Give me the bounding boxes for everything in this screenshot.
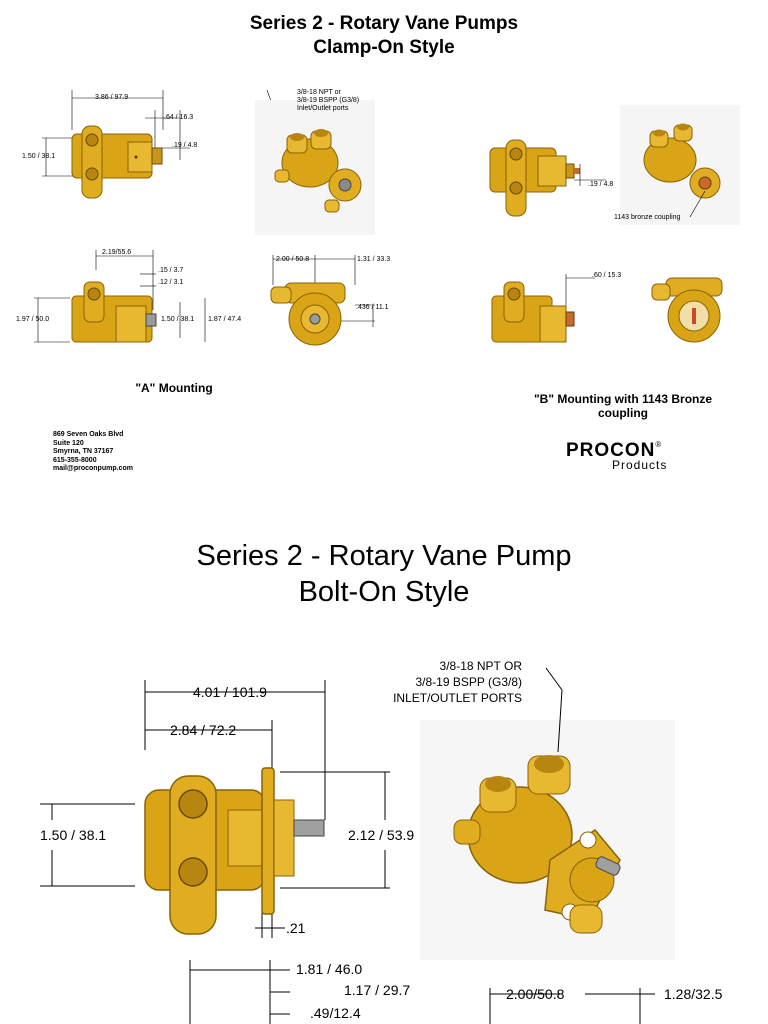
page2-title-line1: Series 2 - Rotary Vane Pump [196,540,572,572]
address-line: Suite 120 [53,439,84,447]
address-block: 869 Seven Oaks Blvd Suite 120 Smyrna, TN… [53,431,133,474]
ports-callout-bolt-line3: INLET/OUTLET PORTS [393,691,522,705]
label-b-line2: coupling [598,406,648,420]
logo-main-text: PROCON [566,440,656,461]
pump-iso-view-a [255,89,375,235]
pump-bottom-dim-lines [189,960,655,1024]
dim-b-19: .19 / 4.8 [588,181,614,188]
pump-iso-view-bolt-on [420,667,675,960]
address-line: Smyrna, TN 37167 [53,448,114,455]
ports-callout-a-line2: 3/8-19 BSPP (G3/8) [297,97,360,104]
address-line: mail@proconpump.com [53,465,133,472]
dim-c-150: 1.50 / 38.1 [161,316,195,323]
label-b-line1: "B" Mounting with 1143 Bronze [533,392,713,406]
dim-bolt-150: 1.50 / 38.1 [40,827,107,843]
label-b-mounting: "B" Mounting with 1143 Bronze coupling [518,392,728,420]
ports-callout-bolt-on: 3/8-18 NPT OR 3/8-19 BSPP (G3/8) INLET/O… [370,658,522,706]
ports-callout-bolt-line2: 3/8-19 BSPP (G3/8) [415,675,523,689]
dim-c-219: 2.19/55.6 [102,249,132,256]
address-line: 615-355-8000 [53,456,97,464]
pump-front-view-d [270,255,375,346]
dim-e-60: .60 / 15.3 [592,272,622,279]
ports-callout-a-line1: 3/8-18 NPT or [297,89,341,96]
dim-a-19: .19 / 4.8 [172,142,198,149]
page1-title-line2: Clamp-On Style [313,37,455,58]
ports-callout-a: 3/8-18 NPT or 3/8-19 BSPP (G3/8) Inlet/O… [297,89,359,113]
ports-callout-bolt-line1: 3/8-18 NPT OR [439,659,522,673]
pump-iso-view-b [620,105,740,225]
logo-sub-text: Products [612,458,668,472]
pump-front-view-f [651,277,723,343]
dim-bolt-49: .49/12.4 [310,1005,361,1021]
pump-side-view-c [34,250,206,343]
label-a-mounting: "A" Mounting [135,381,213,395]
dim-a-150: 1.50 / 38.1 [22,153,56,160]
dim-bolt-21: .21 [286,920,306,936]
dim-bolt-284: 2.84 / 72.2 [170,722,237,738]
dim-bolt-181: 1.81 / 46.0 [296,961,363,977]
dim-d-200: 2.00 / 50.8 [276,256,310,263]
pump-side-view-e [491,274,595,343]
dim-bolt-401: 4.01 / 101.9 [193,684,267,700]
dim-d-436: .436 / 11.1 [356,304,389,311]
dim-c-12: .12 / 3.1 [158,279,184,286]
dim-a-length: 3.86 / 97.9 [95,94,129,101]
logo-reg-mark: ® [655,440,662,449]
dim-c-197: 1.97 / 50.0 [16,316,50,323]
ports-callout-a-line3: Inlet/Outlet ports [297,105,349,112]
procon-logo: PROCON® Products [566,440,706,472]
address-line: 869 Seven Oaks Blvd [53,431,124,438]
dim-c-15: .15 / 3.7 [158,267,184,274]
dim-bolt-200: 2.00/50.8 [506,986,565,1002]
dim-c-187: 1.87 / 47.4 [208,316,242,323]
pump-side-view-a [42,90,190,199]
page2-title-line2: Bolt-On Style [298,576,470,608]
dim-bolt-212: 2.12 / 53.9 [348,827,415,843]
pump-side-view-bolt-on [40,680,390,938]
dim-bolt-128: 1.28/32.5 [664,986,723,1002]
page1-title-line1: Series 2 - Rotary Vane Pumps [249,13,519,34]
dim-d-131: 1.31 / 33.3 [357,256,391,263]
callout-bronze-coupling: 1143 bronze coupling [614,214,681,221]
dim-a-64: .64 / 16.3 [164,114,194,121]
dim-bolt-117: 1.17 / 29.7 [344,982,411,998]
pump-side-view-b [489,139,606,217]
